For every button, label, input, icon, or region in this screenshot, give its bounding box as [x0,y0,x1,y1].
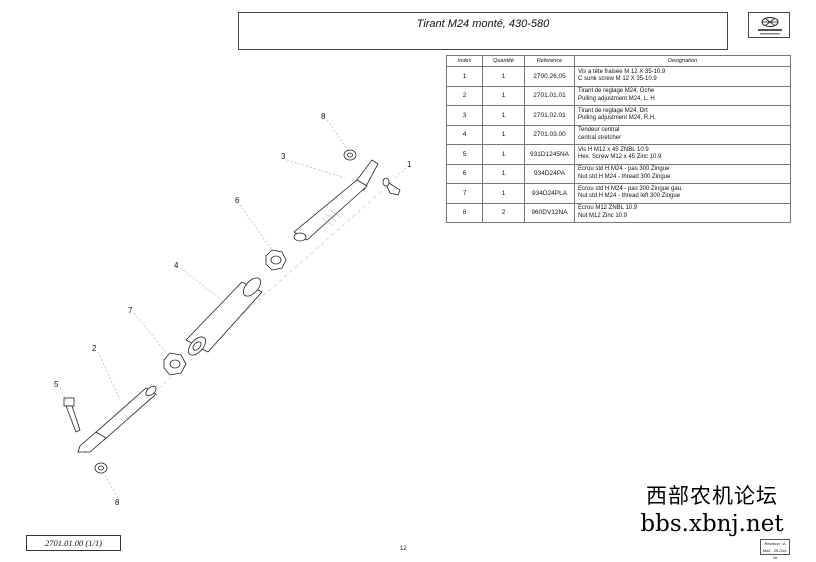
callout-7: 7 [128,306,133,315]
cell-index: 8 [446,202,483,223]
drawing-title: Tirant M24 monté, 430-580 [416,18,550,30]
small-nut-bottom [94,462,108,474]
callout-8-top: 8 [321,112,326,121]
col-designation: Designation [574,55,791,67]
small-nut-top [343,149,357,161]
desc-en: Nut M12 Zinc 10.9 [578,212,628,219]
desc-fr: Vis H M12 x 45 ZNBL 10.9 [578,146,649,153]
title-box: Tirant M24 monté, 430-580 [238,12,728,50]
right-pulling-rod [293,159,379,242]
table-row: 6 1 934D24PA Ecrou std H M24 - pas 300 Z… [446,163,791,184]
callout-4: 4 [174,261,179,270]
col-quantity: Quantité [482,55,525,67]
desc-fr: Tirant de reglage M24, Drt [578,107,648,114]
drawing-code-box: 2701.01.00 (1/1) [26,535,121,551]
leader-lines [59,119,407,499]
callout-3: 3 [281,152,286,161]
desc-fr: Ecrou std H M24 - pas 300 Zingue gau. [578,185,683,192]
desc-en: Nut std H M24 - thread 300 Zingue [578,173,671,180]
revision-label: Revision : A [764,541,786,546]
company-logo [748,12,790,38]
callout-8-bottom: 8 [115,498,120,507]
table-row: 2 1 2701.01.01 Tirant de reglage M24, Gc… [446,85,791,106]
desc-fr: Ecrou M12 ZNBL 10.9 [578,205,638,212]
desc-fr: Tirant de reglage M24, Gche [578,88,655,95]
maj-date: MaJ : 25-Oct-16 [762,548,788,560]
page-number: 12 [400,546,407,552]
desc-en: central stretcher [578,134,622,141]
central-stretcher [185,277,263,356]
callout-6: 6 [235,196,240,205]
nut-m24-left [163,352,187,376]
left-pulling-rod [77,385,157,453]
col-reference: Reference [524,55,575,67]
watermark-url: bbs.xbnj.net [640,511,784,537]
hex-screw [63,397,81,433]
callout-5: 5 [54,380,59,389]
desc-en: C sunk screw M 12 X 35-10.9 [578,76,657,83]
desc-fr: Tendeur central [578,127,620,134]
desc-en: Hex. Screw M12 x 45 Zinc 10.9 [578,154,662,161]
nut-m24-right [265,249,287,271]
parts-table-header: Index Quantité Reference Designation [446,55,791,67]
callout-2: 2 [92,344,97,353]
cell-designation: Ecrou std H M24 - pas 300 Zingue gau.Nut… [574,183,791,204]
revision-box: Revision : A MaJ : 25-Oct-16 [760,539,790,560]
desc-en: Pulling adjustment M24, L. H [578,95,655,102]
desc-en: Pulling adjustment M24, R.H. [578,115,656,122]
watermark-chinese: 西部农机论坛 [646,484,778,508]
desc-fr: Ecrou std H M24 - pas 300 Zingue [578,166,670,173]
desc-fr: Vis a tête fraisée M 12 X 35-10.9 [578,68,666,75]
desc-en: Nut std H M24 - thread left 300 Zingue [578,193,681,200]
callout-1: 1 [407,160,412,169]
forum-watermark: 西部农机论坛 bbs.xbnj.net [612,480,812,537]
parts-table: Index Quantité Reference Designation 1 1… [446,55,791,223]
logo-emblem-icon [758,17,782,35]
countersunk-screw [382,177,401,196]
